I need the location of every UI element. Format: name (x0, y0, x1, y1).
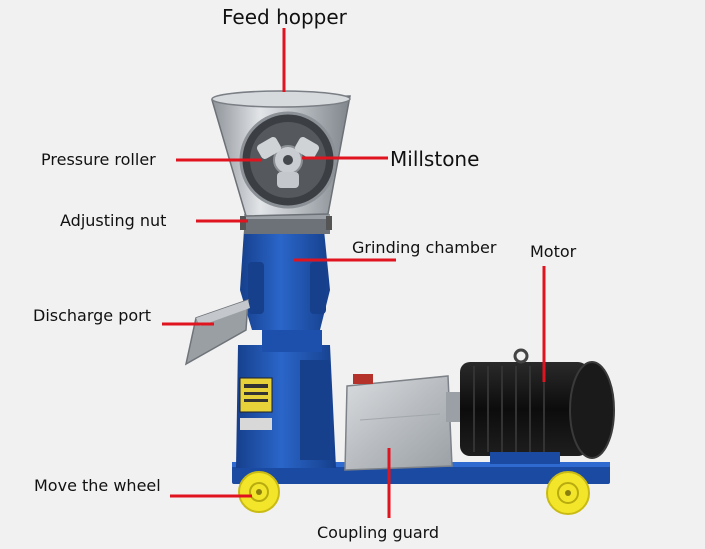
leader-lines (162, 28, 546, 518)
label-feed-hopper: Feed hopper (222, 5, 347, 29)
grinding-chamber-body (240, 230, 330, 330)
stand-body (236, 330, 336, 468)
label-coupling-guard: Coupling guard (317, 523, 440, 542)
label-motor: Motor (530, 242, 577, 261)
coupling-guard-box (344, 374, 453, 471)
label-grinding-chamber: Grinding chamber (352, 238, 497, 257)
label-millstone: Millstone (390, 147, 480, 171)
label-move-the-wheel: Move the wheel (34, 476, 161, 495)
label-pressure-roller: Pressure roller (41, 150, 156, 169)
front-wheel (238, 471, 280, 513)
discharge-chute (184, 298, 250, 366)
rear-wheel (546, 471, 590, 515)
adjusting-nut-ring (240, 214, 332, 234)
motor-body (446, 348, 615, 464)
label-adjusting-nut: Adjusting nut (60, 211, 167, 230)
label-discharge-port: Discharge port (33, 306, 152, 325)
millstone-rollers (250, 122, 326, 198)
